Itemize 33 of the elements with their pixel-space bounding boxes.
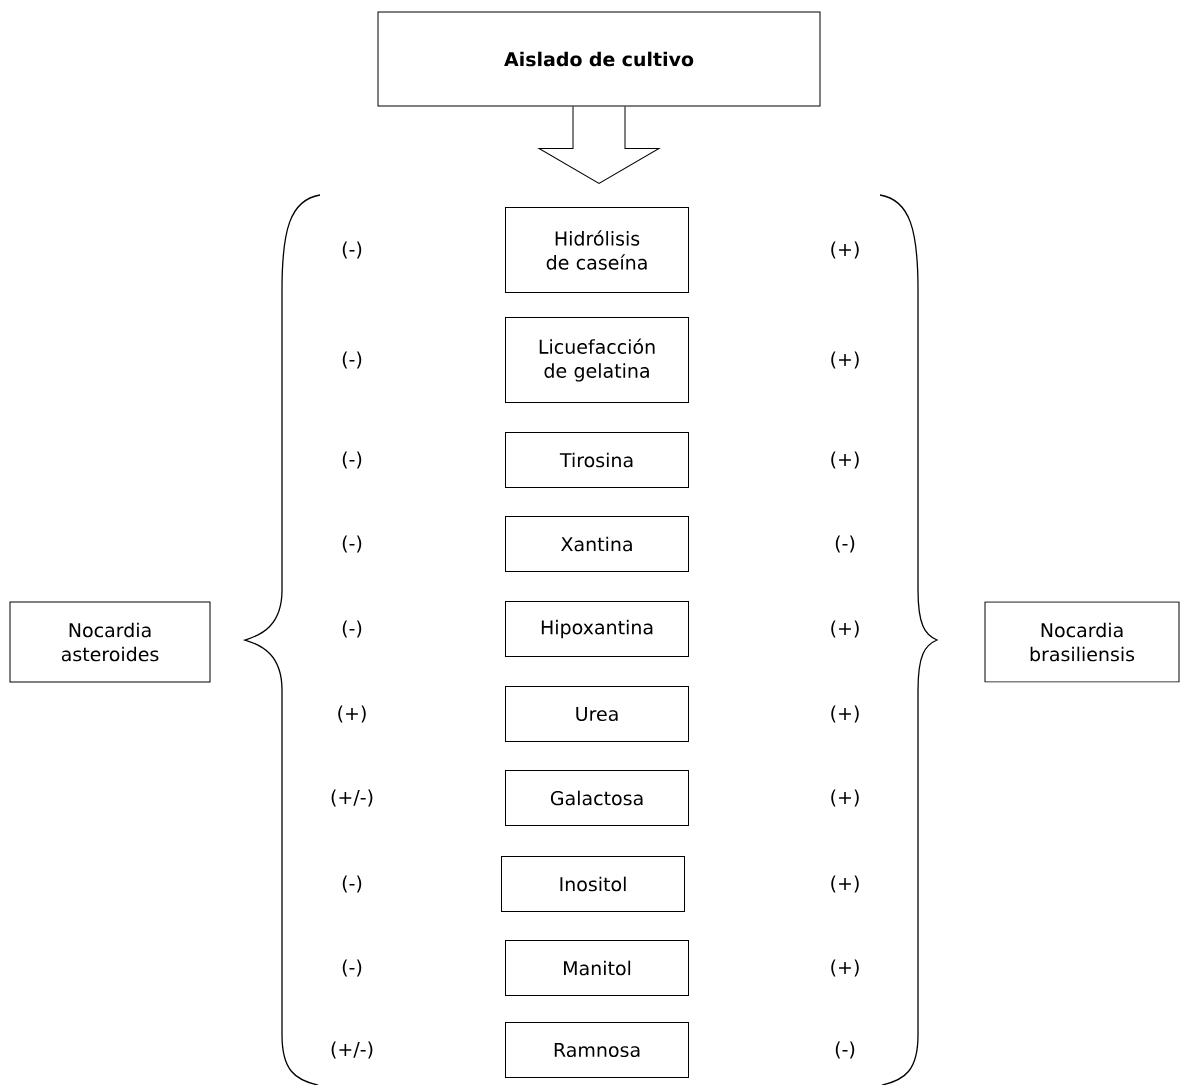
result-sign: (+)	[338, 705, 366, 723]
result-sign: (+)	[831, 351, 859, 369]
result-sign: (+)	[831, 875, 859, 893]
test-box: Hidrólisis de caseína	[505, 207, 689, 293]
arrow-callout-box: Aislado de cultivo	[377, 11, 821, 184]
test-box: Manitol	[505, 940, 689, 996]
result-sign: (+)	[831, 451, 859, 469]
result-sign: (-)	[342, 351, 362, 369]
result-sign: (+)	[831, 241, 859, 259]
result-sign: (-)	[835, 535, 855, 553]
result-sign: (-)	[342, 959, 362, 977]
result-sign: (+/-)	[331, 1041, 373, 1059]
result-sign: (-)	[342, 875, 362, 893]
result-sign: (+/-)	[331, 789, 373, 807]
test-box: Ramnosa	[505, 1022, 689, 1078]
test-box: Licuefacción de gelatina	[505, 317, 689, 403]
result-sign: (-)	[835, 1041, 855, 1059]
result-sign: (+)	[831, 789, 859, 807]
test-box: Xantina	[505, 516, 689, 572]
test-box: Tirosina	[505, 432, 689, 488]
result-sign: (-)	[342, 620, 362, 638]
result-sign: (-)	[342, 535, 362, 553]
test-box: Hipoxantina	[505, 601, 689, 657]
test-box: Galactosa	[505, 770, 689, 826]
result-sign: (+)	[831, 959, 859, 977]
species-box: Nocardia brasiliensis	[984, 601, 1180, 683]
result-sign: (-)	[342, 241, 362, 259]
species-box: Nocardia asteroides	[9, 601, 211, 683]
test-box: Urea	[505, 686, 689, 742]
result-sign: (-)	[342, 451, 362, 469]
result-sign: (+)	[831, 705, 859, 723]
test-box: Inositol	[501, 856, 685, 912]
result-sign: (+)	[831, 620, 859, 638]
